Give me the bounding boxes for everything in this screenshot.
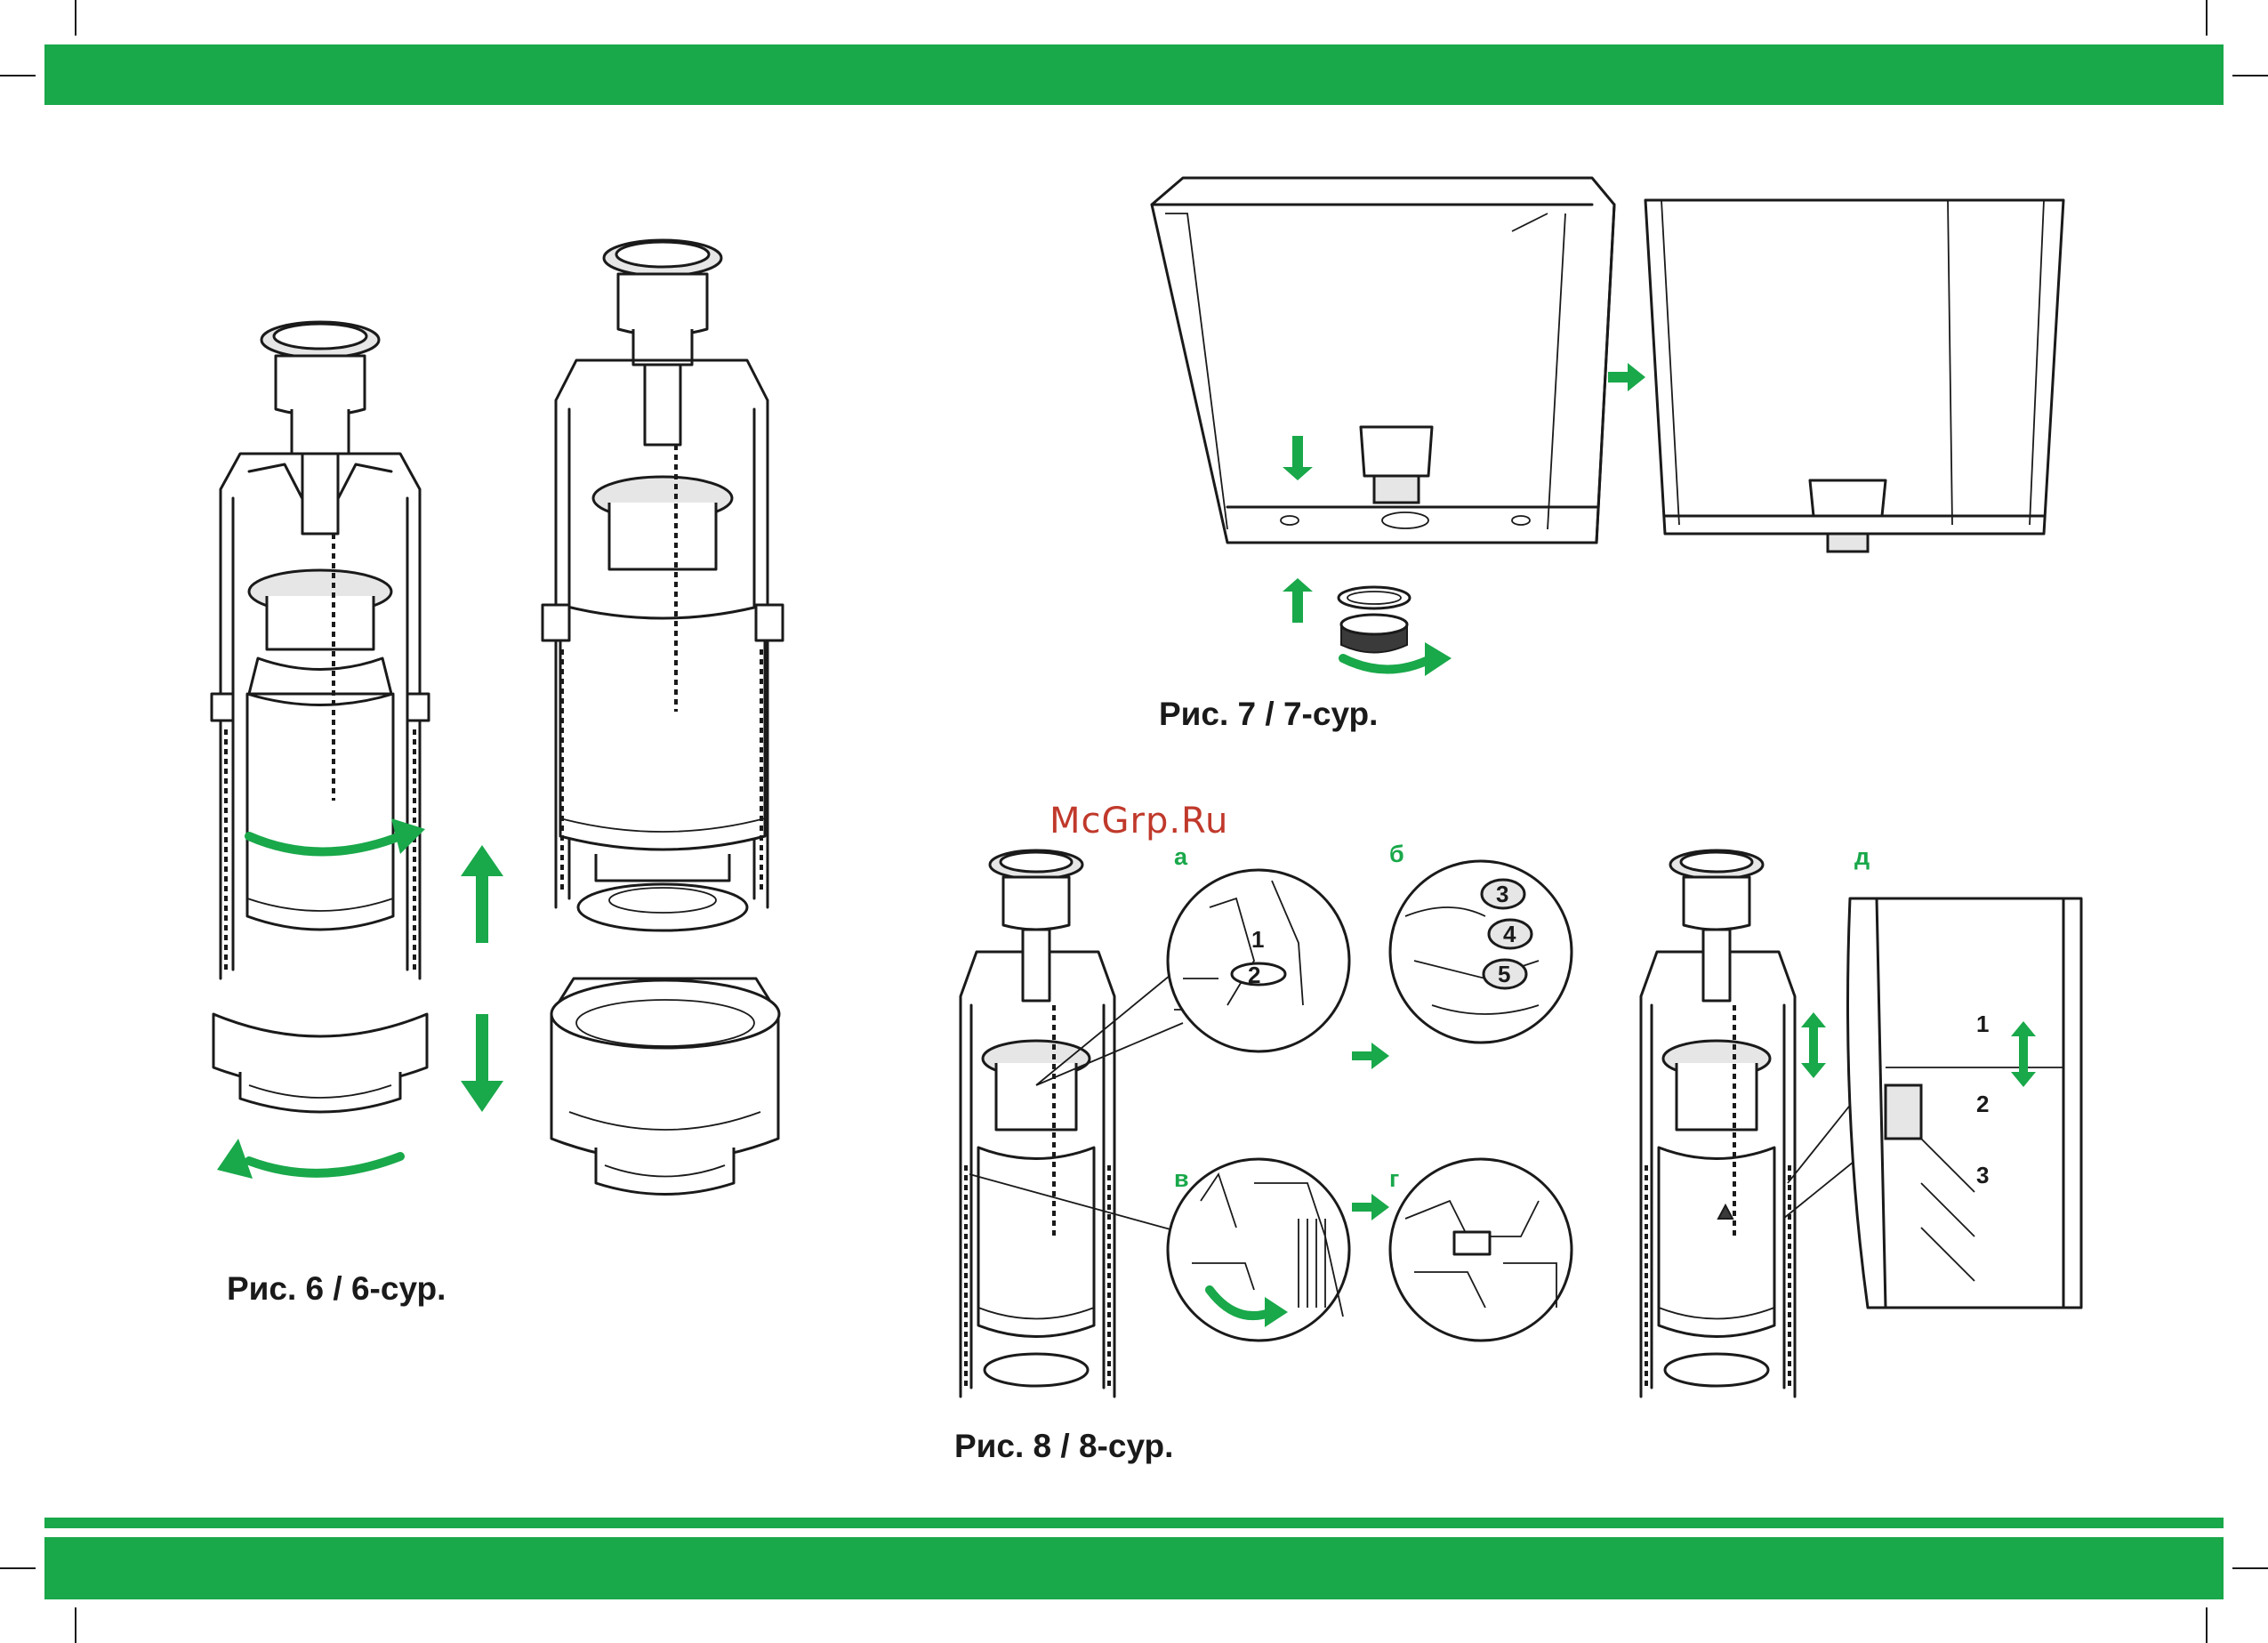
detail-d-scale: 2 bbox=[1976, 1091, 1989, 1117]
crop-mark bbox=[0, 75, 36, 77]
fig8-label-d: д bbox=[1854, 843, 1870, 871]
cistern-tank-open bbox=[1152, 178, 1614, 543]
flush-valve-base bbox=[551, 979, 779, 1195]
detail-b-number: 5 bbox=[1498, 961, 1510, 987]
crop-mark bbox=[0, 1567, 36, 1569]
fig6-illustration bbox=[178, 231, 818, 1281]
bottom-green-stripe bbox=[44, 1518, 2224, 1528]
detail-b-number: 3 bbox=[1496, 881, 1508, 907]
detail-b-number: 4 bbox=[1503, 921, 1516, 947]
crop-mark bbox=[2232, 75, 2268, 77]
detail-d-scale: 1 bbox=[1976, 1011, 1989, 1037]
fig8-label-a: а bbox=[1174, 843, 1187, 871]
detail-a: 2 1 bbox=[1168, 870, 1349, 1051]
fig6-caption: Рис. 6 / 6-сур. bbox=[227, 1270, 446, 1308]
flush-valve-upper-part bbox=[543, 240, 783, 930]
crop-mark bbox=[2206, 1607, 2208, 1643]
detail-v bbox=[1168, 1159, 1349, 1341]
fig7-illustration bbox=[1147, 160, 2081, 694]
fig8-label-v: в bbox=[1174, 1165, 1189, 1193]
flush-valve-assembled bbox=[212, 322, 429, 1112]
fig8-label-g: г bbox=[1389, 1165, 1399, 1193]
top-green-band bbox=[44, 44, 2224, 105]
detail-d: 1 2 3 bbox=[1848, 898, 2082, 1308]
detail-d-scale: 3 bbox=[1976, 1162, 1989, 1188]
crop-mark bbox=[2232, 1567, 2268, 1569]
watermark: McGrp.Ru bbox=[1050, 801, 1228, 842]
crop-mark bbox=[75, 0, 76, 36]
fig8-label-b: б bbox=[1389, 841, 1404, 868]
detail-g bbox=[1390, 1159, 1572, 1341]
fig8-caption: Рис. 8 / 8-сур. bbox=[954, 1428, 1173, 1465]
detail-a-number: 1 bbox=[1251, 926, 1264, 953]
detail-b: 3 4 5 bbox=[1390, 861, 1572, 1043]
crop-mark bbox=[2206, 0, 2208, 36]
cistern-tank-closed bbox=[1645, 200, 2063, 552]
crop-mark bbox=[75, 1607, 76, 1643]
bottom-green-band bbox=[44, 1537, 2224, 1599]
fig8-valve-left bbox=[961, 850, 1114, 1397]
detail-a-number: 2 bbox=[1248, 962, 1260, 988]
fig8-valve-right bbox=[1641, 850, 1795, 1397]
fig7-caption: Рис. 7 / 7-сур. bbox=[1159, 696, 1378, 733]
fig8-illustration: 2 1 3 4 5 1 2 3 bbox=[952, 845, 2090, 1423]
